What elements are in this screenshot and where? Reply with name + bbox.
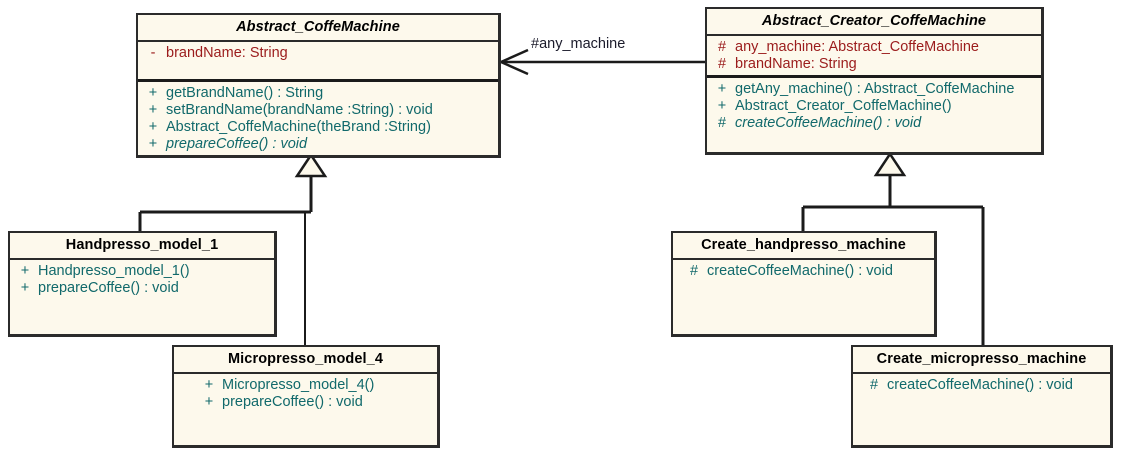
visibility-marker: # bbox=[689, 263, 699, 279]
visibility-marker: + bbox=[20, 263, 30, 279]
attribute-row: # any_machine: Abstract_CoffeMachine bbox=[709, 39, 1039, 56]
methods-compartment-abstract-creator-coffemachine: + getAny_machine() : Abstract_CoffeMachi… bbox=[707, 78, 1041, 136]
class-box-abstract-creator-coffemachine[interactable]: Abstract_Creator_CoffeMachine # any_mach… bbox=[705, 7, 1044, 155]
method-row: # createCoffeeMachine() : void bbox=[709, 115, 1039, 132]
method-signature: createCoffeeMachine() : void bbox=[707, 263, 893, 279]
method-row: + Micropresso_model_4() bbox=[196, 377, 435, 394]
visibility-marker: + bbox=[717, 98, 727, 114]
method-signature: getAny_machine() : Abstract_CoffeMachine bbox=[735, 81, 1015, 97]
method-row: # createCoffeeMachine() : void bbox=[681, 263, 932, 280]
method-row: + Abstract_Creator_CoffeMachine() bbox=[709, 98, 1039, 115]
attributes-compartment-abstract-coffemachine: - brandName: String bbox=[138, 42, 498, 82]
attribute-row: # brandName: String bbox=[709, 56, 1039, 73]
visibility-marker: + bbox=[148, 136, 158, 152]
visibility-marker: + bbox=[148, 102, 158, 118]
method-row: + Abstract_CoffeMachine(theBrand :String… bbox=[140, 119, 496, 136]
class-title-micropresso-model-4: Micropresso_model_4 bbox=[174, 347, 437, 374]
class-box-handpresso-model-1[interactable]: Handpresso_model_1 + Handpresso_model_1(… bbox=[8, 231, 277, 337]
method-signature: Abstract_Creator_CoffeMachine() bbox=[735, 98, 952, 114]
method-signature: createCoffeeMachine() : void bbox=[735, 115, 922, 131]
visibility-marker: - bbox=[150, 45, 156, 61]
class-box-abstract-coffemachine[interactable]: Abstract_CoffeMachine - brandName: Strin… bbox=[136, 13, 501, 158]
visibility-marker: + bbox=[148, 85, 158, 101]
method-signature: Handpresso_model_1() bbox=[38, 263, 190, 279]
method-signature: setBrandName(brandName :String) : void bbox=[166, 102, 433, 118]
attribute-signature: brandName: String bbox=[166, 45, 288, 61]
method-signature: Abstract_CoffeMachine(theBrand :String) bbox=[166, 119, 431, 135]
visibility-marker: # bbox=[717, 115, 727, 131]
visibility-marker: # bbox=[717, 56, 727, 72]
methods-compartment-abstract-coffemachine: + getBrandName() : String + setBrandName… bbox=[138, 82, 498, 157]
method-signature: Micropresso_model_4() bbox=[222, 377, 375, 393]
generalization-triangle bbox=[294, 152, 328, 178]
visibility-marker: + bbox=[148, 119, 158, 135]
association-any-machine bbox=[497, 48, 705, 76]
visibility-marker: # bbox=[717, 39, 727, 55]
method-row: + setBrandName(brandName :String) : void bbox=[140, 102, 496, 119]
visibility-marker: + bbox=[717, 81, 727, 97]
class-box-create-handpresso-machine[interactable]: Create_handpresso_machine # createCoffee… bbox=[671, 231, 937, 337]
method-row: # createCoffeeMachine() : void bbox=[861, 377, 1108, 394]
method-signature: prepareCoffee() : void bbox=[222, 394, 363, 410]
class-title-abstract-coffemachine: Abstract_CoffeMachine bbox=[138, 15, 498, 42]
class-title-create-handpresso-machine: Create_handpresso_machine bbox=[673, 233, 934, 260]
visibility-marker: + bbox=[20, 280, 30, 296]
method-row: + prepareCoffee() : void bbox=[12, 280, 272, 297]
method-signature: prepareCoffee() : void bbox=[166, 136, 308, 152]
class-box-micropresso-model-4[interactable]: Micropresso_model_4 + Micropresso_model_… bbox=[172, 345, 440, 448]
class-title-handpresso-model-1: Handpresso_model_1 bbox=[10, 233, 274, 260]
visibility-marker: # bbox=[869, 377, 879, 393]
methods-compartment-create-micropresso-machine: # createCoffeeMachine() : void bbox=[853, 374, 1110, 398]
method-signature: createCoffeeMachine() : void bbox=[887, 377, 1073, 393]
visibility-marker: + bbox=[204, 394, 214, 410]
association-label-any-machine: #any_machine bbox=[531, 36, 626, 52]
attribute-row: - brandName: String bbox=[140, 45, 496, 62]
visibility-marker: + bbox=[204, 377, 214, 393]
method-row: + prepareCoffee() : void bbox=[140, 136, 496, 153]
methods-compartment-create-handpresso-machine: # createCoffeeMachine() : void bbox=[673, 260, 934, 284]
methods-compartment-micropresso-model-4: + Micropresso_model_4() + prepareCoffee(… bbox=[174, 374, 437, 415]
attribute-signature: any_machine: Abstract_CoffeMachine bbox=[735, 39, 979, 55]
attributes-compartment-abstract-creator-coffemachine: # any_machine: Abstract_CoffeMachine # b… bbox=[707, 36, 1041, 78]
class-box-create-micropresso-machine[interactable]: Create_micropresso_machine # createCoffe… bbox=[851, 345, 1113, 448]
attribute-signature: brandName: String bbox=[735, 56, 857, 72]
class-title-create-micropresso-machine: Create_micropresso_machine bbox=[853, 347, 1110, 374]
generalization-triangle bbox=[873, 151, 907, 177]
methods-compartment-handpresso-model-1: + Handpresso_model_1() + prepareCoffee()… bbox=[10, 260, 274, 301]
method-row: + getBrandName() : String bbox=[140, 85, 496, 102]
method-row: + getAny_machine() : Abstract_CoffeMachi… bbox=[709, 81, 1039, 98]
method-signature: prepareCoffee() : void bbox=[38, 280, 179, 296]
class-title-abstract-creator-coffemachine: Abstract_Creator_CoffeMachine bbox=[707, 9, 1041, 36]
method-row: + prepareCoffee() : void bbox=[196, 394, 435, 411]
method-signature: getBrandName() : String bbox=[166, 85, 324, 101]
method-row: + Handpresso_model_1() bbox=[12, 263, 272, 280]
